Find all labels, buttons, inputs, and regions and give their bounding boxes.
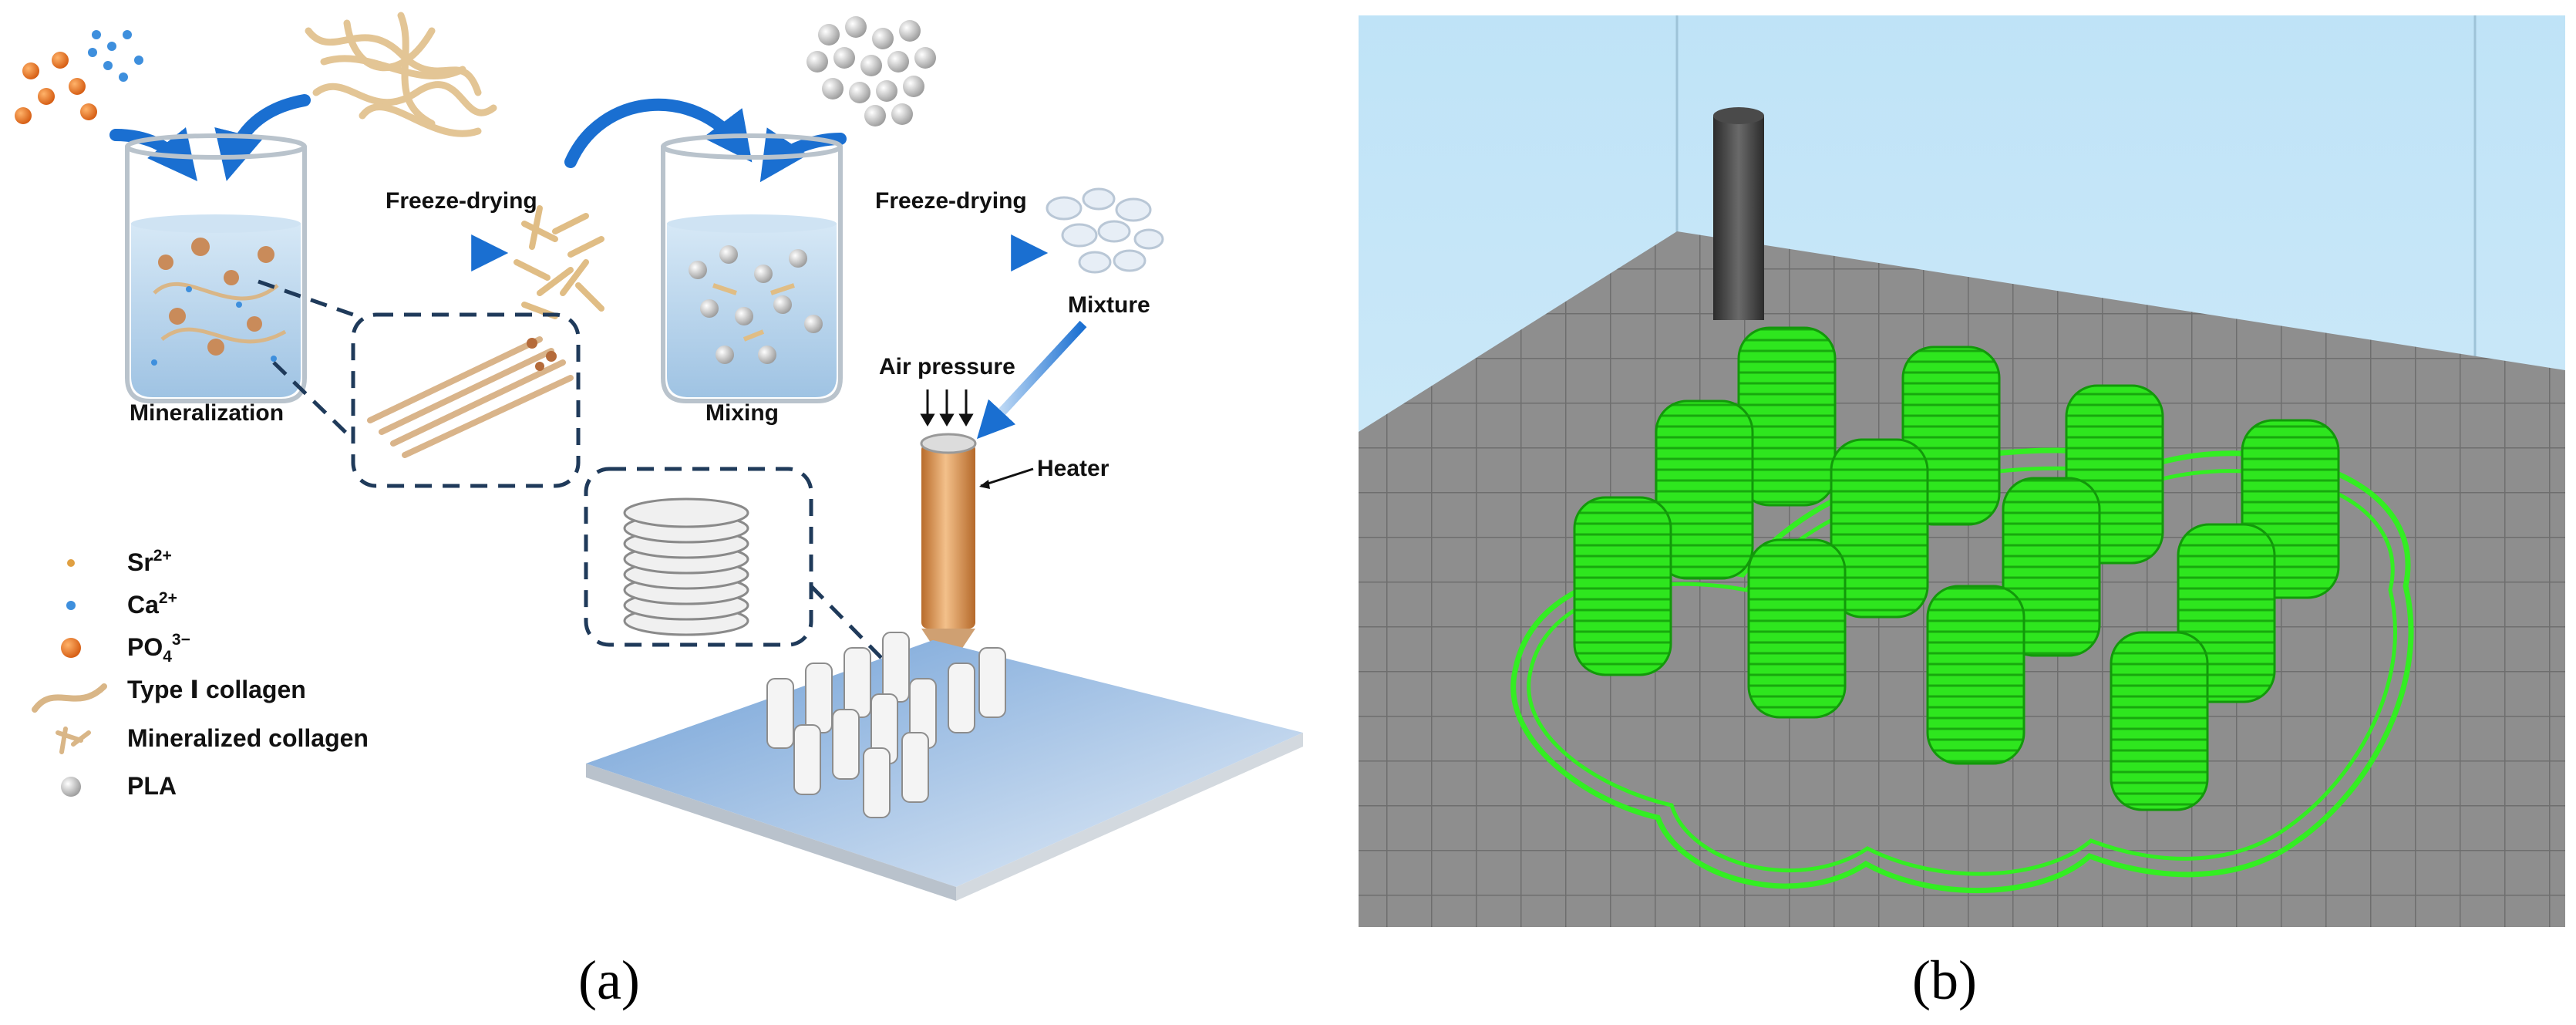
mixing-contents [689,245,823,364]
scaffold-zoom-stack [623,497,749,636]
mixing-beaker [661,133,843,403]
legend: Sr2+ Ca2+ PO43− Type Ⅰ collagen [32,547,369,800]
label-mixture: Mixture [1068,292,1150,318]
pla-balls [806,16,936,126]
label-mineralization: Mineralization [130,400,284,426]
mixture-granules [1046,187,1164,274]
grid-floor [1359,231,2565,927]
legend-sr: Sr2+ [67,547,172,576]
zoom-box-collagen [258,279,581,488]
beaker-contents [151,238,287,366]
svg-text:Ca2+: Ca2+ [127,589,177,619]
panel-b: (b) [1359,15,2565,1011]
mineralization-beaker [125,133,307,403]
mineralized-collagen-clump [514,205,604,319]
label-freeze-drying-2: Freeze-drying [875,188,1027,214]
label-freeze-drying-1: Freeze-drying [386,188,537,214]
zoom-box-scaffold [584,467,888,665]
svg-text:Mineralized collagen: Mineralized collagen [127,724,369,752]
pressure-arrows [920,389,974,427]
panel-a: Freeze-drying Freeze-drying Mineralizati… [15,12,1303,1011]
svg-text:PLA: PLA [127,772,177,800]
legend-po4: PO43− [61,631,190,666]
ion-particles [15,30,143,124]
legend-ca: Ca2+ [66,589,177,619]
svg-text:Type Ⅰ collagen: Type Ⅰ collagen [127,676,306,703]
svg-text:PO43−: PO43− [127,631,190,666]
caption-a: (a) [578,949,640,1011]
caption-b: (b) [1912,949,1977,1011]
build-plate [586,640,1303,901]
label-mixing: Mixing [705,400,779,426]
legend-pla: PLA [61,772,177,800]
printed-scaffolds [766,632,1006,818]
label-heater: Heater [1037,456,1110,481]
collagen-fibres [305,12,497,137]
legend-collagen: Type Ⅰ collagen [32,676,306,713]
legend-mineralized-collagen: Mineralized collagen [56,724,369,754]
svg-text:Sr2+: Sr2+ [127,547,172,576]
feed-arrow [976,320,1087,440]
label-air-pressure: Air pressure [879,354,1015,379]
print-head-rod [1713,107,1764,320]
printed-green-scaffolds [1573,326,2340,811]
printer-nozzle [920,433,1034,675]
